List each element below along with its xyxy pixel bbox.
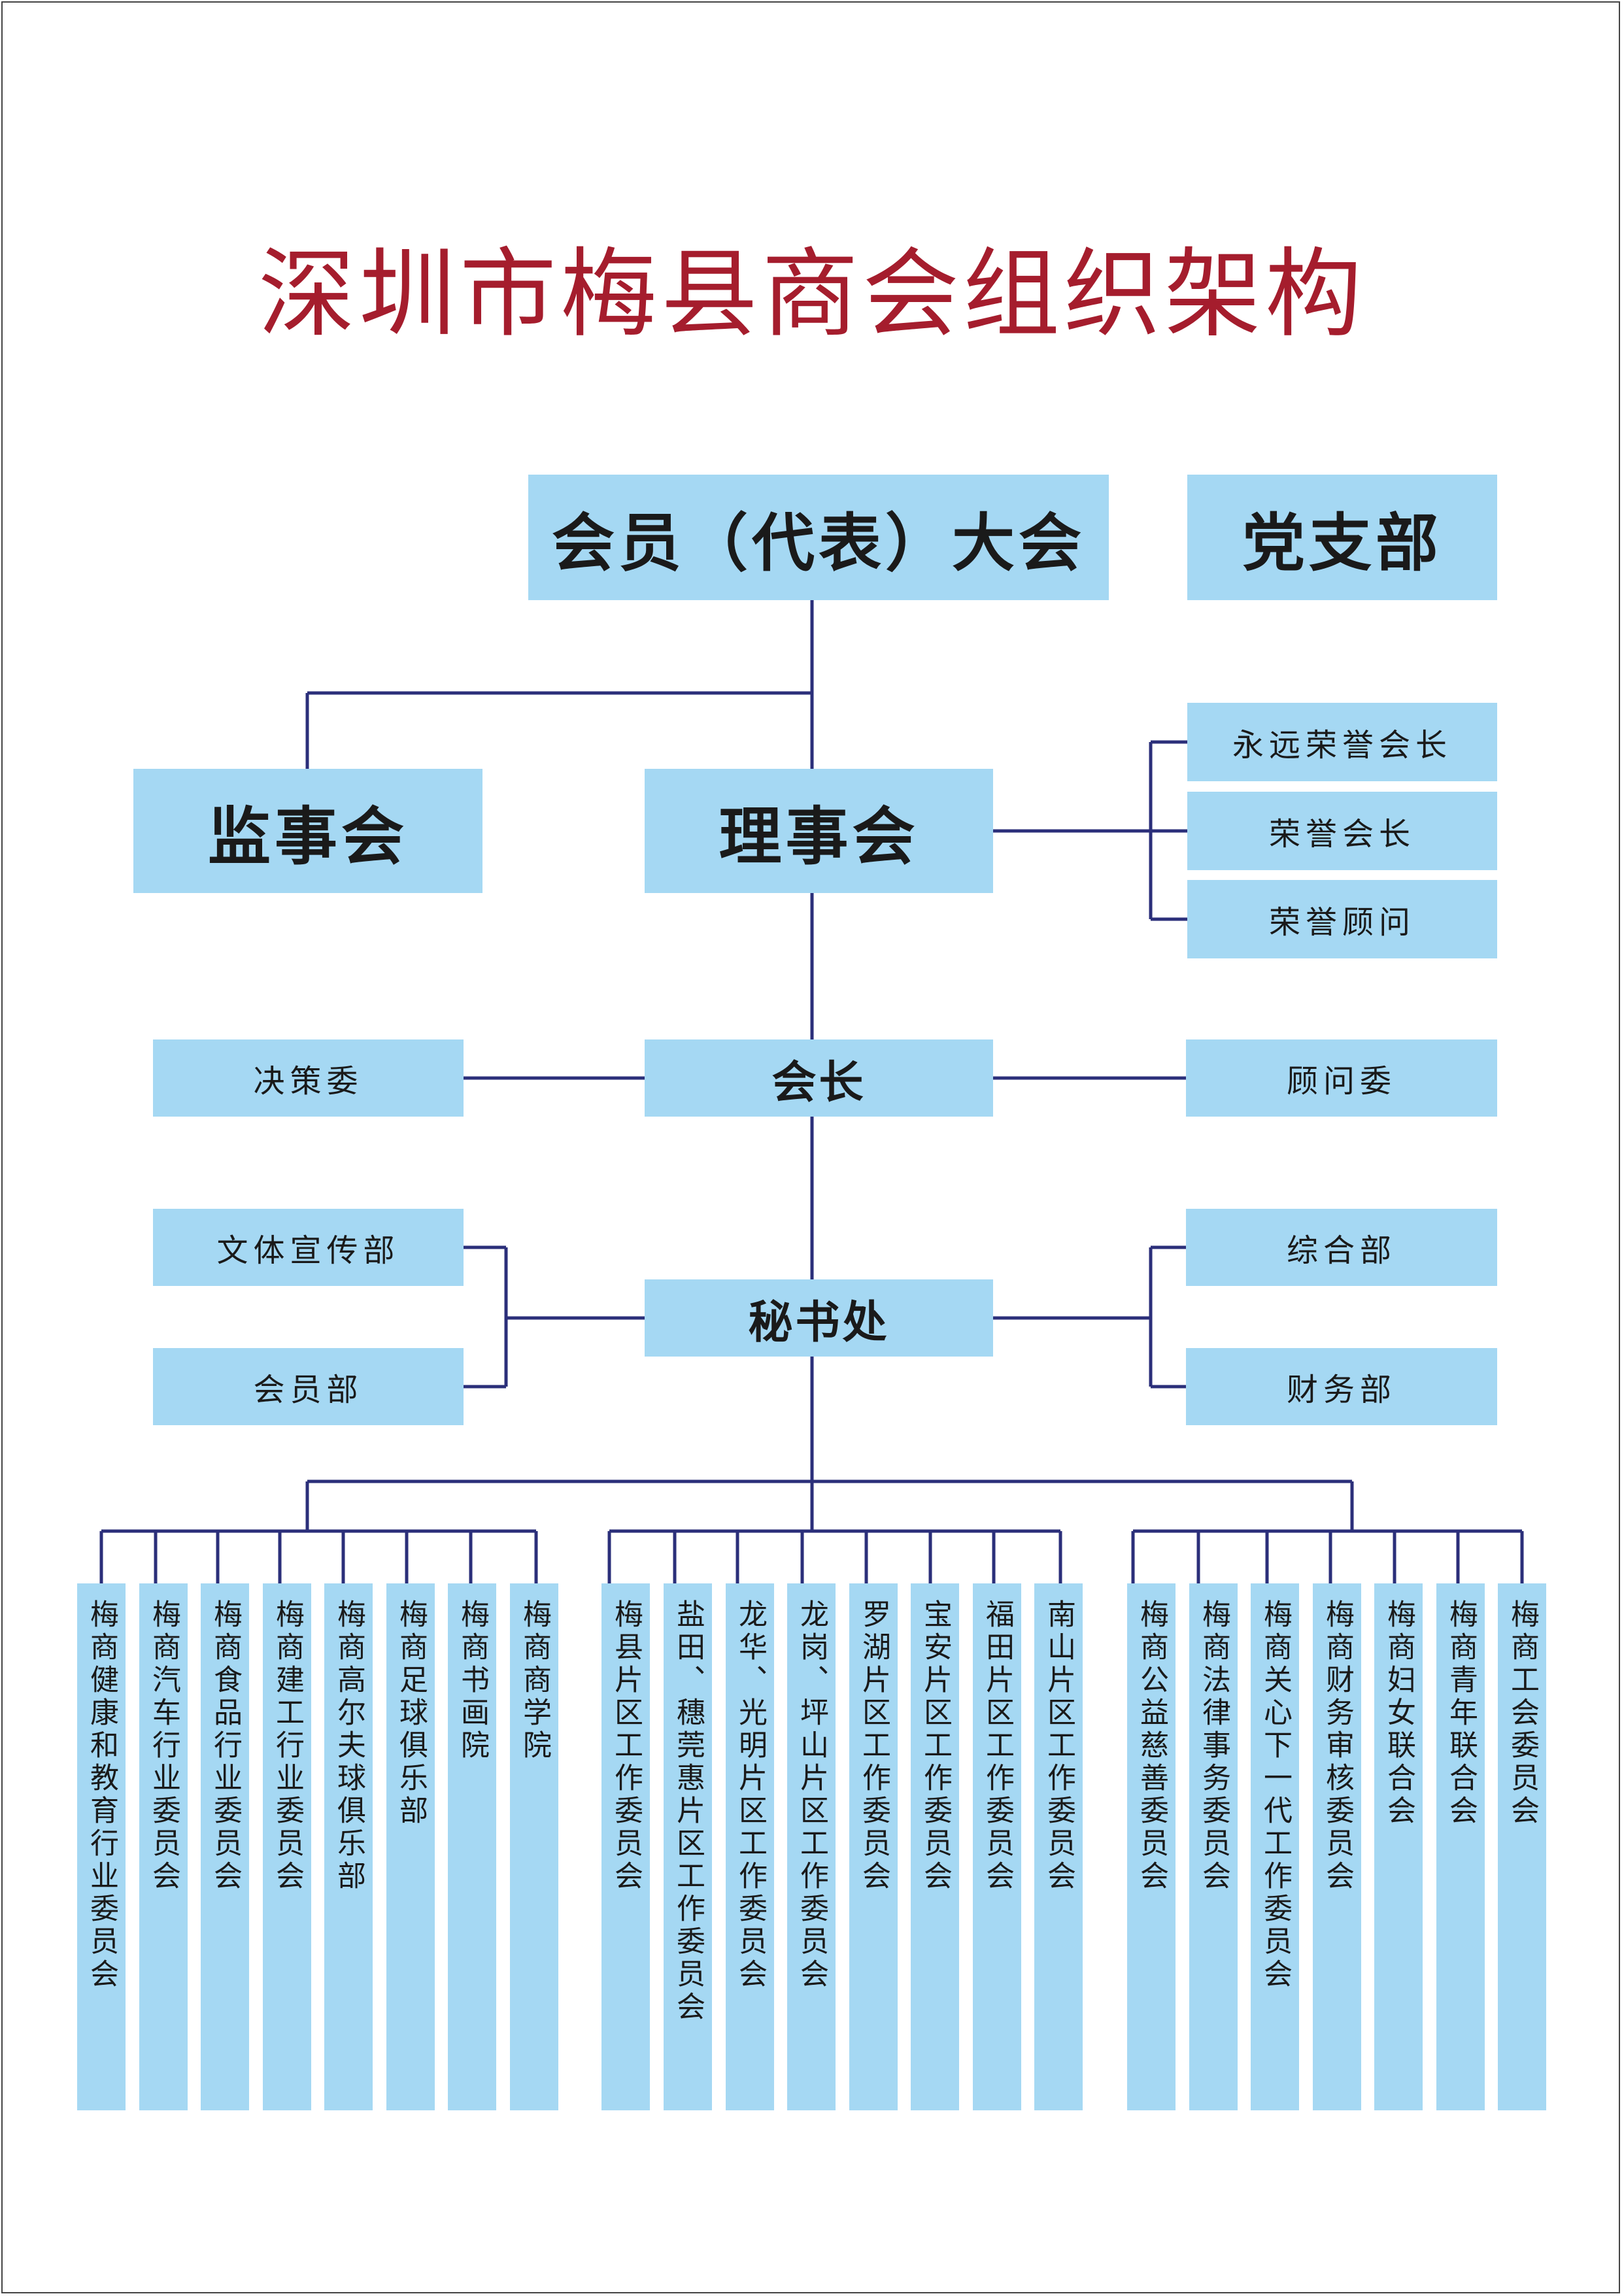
special-committee-column: 梅商关心下一代工作委员会	[1251, 1583, 1299, 2110]
advisory-committee-box: 顾问委	[1186, 1039, 1497, 1117]
industry-committee-column: 梅商商学院	[510, 1583, 558, 2110]
department-box: 文体宣传部	[153, 1209, 464, 1286]
committee-label: 梅商足球俱乐部	[394, 1599, 428, 1828]
decision-committee-label: 决策委	[253, 1063, 364, 1100]
district-committee-column: 福田片区工作委员会	[973, 1583, 1021, 2110]
committee-label: 梅商公益慈善委员会	[1135, 1599, 1168, 1893]
committee-label: 梅商工会委员会	[1506, 1599, 1539, 1828]
committee-label: 梅商书画院	[456, 1599, 489, 1763]
advisory-committee-label: 顾问委	[1286, 1063, 1396, 1100]
committee-label: 盐田、穗莞惠片区工作委员会	[671, 1599, 705, 2024]
committee-label: 梅商建工行业委员会	[271, 1599, 304, 1893]
industry-committee-column: 梅商建工行业委员会	[263, 1583, 311, 2110]
honor-title-label: 荣誉顾问	[1268, 904, 1415, 941]
industry-committee-column: 梅商汽车行业委员会	[139, 1583, 188, 2110]
committee-label: 梅商高尔夫球俱乐部	[332, 1599, 365, 1893]
council-label: 理事会	[719, 800, 919, 873]
committee-label: 梅商财务审核委员会	[1321, 1599, 1354, 1893]
committee-label: 梅商关心下一代工作委员会	[1259, 1599, 1292, 1991]
special-committee-column: 梅商公益慈善委员会	[1127, 1583, 1176, 2110]
committee-label: 梅商健康和教育行业委员会	[85, 1599, 118, 1991]
council-box: 理事会	[645, 769, 993, 893]
district-committee-column: 梅县片区工作委员会	[601, 1583, 650, 2110]
committee-label: 罗湖片区工作委员会	[857, 1599, 890, 1893]
president-label: 会长	[771, 1056, 866, 1109]
assembly-box: 会员（代表）大会	[528, 475, 1109, 600]
committee-label: 南山片区工作委员会	[1042, 1599, 1075, 1893]
department-box: 会员部	[153, 1348, 464, 1425]
committee-label: 梅商商学院	[518, 1599, 551, 1763]
chart-title: 深圳市梅县商会组织架构	[258, 238, 1366, 350]
special-committee-column: 梅商财务审核委员会	[1313, 1583, 1361, 2110]
special-committee-column: 梅商妇女联合会	[1374, 1583, 1423, 2110]
president-box: 会长	[645, 1039, 993, 1117]
committee-label: 梅商法律事务委员会	[1197, 1599, 1230, 1893]
party-branch-box: 党支部	[1187, 475, 1497, 600]
industry-committee-column: 梅商食品行业委员会	[201, 1583, 249, 2110]
supervisory-board-box: 监事会	[133, 769, 482, 893]
committee-label: 龙岗、坪山片区工作委员会	[795, 1599, 828, 1991]
industry-committee-column: 梅商足球俱乐部	[386, 1583, 435, 2110]
special-committee-column: 梅商工会委员会	[1498, 1583, 1546, 2110]
supervisory-board-label: 监事会	[208, 800, 408, 873]
honor-title-label: 荣誉会长	[1268, 816, 1415, 853]
honor-title-box: 荣誉顾问	[1187, 880, 1497, 958]
committee-label: 宝安片区工作委员会	[919, 1599, 952, 1893]
committee-label: 梅商妇女联合会	[1382, 1599, 1415, 1828]
district-committee-column: 盐田、穗莞惠片区工作委员会	[664, 1583, 712, 2110]
department-label: 文体宣传部	[216, 1232, 400, 1269]
district-committee-column: 龙岗、坪山片区工作委员会	[787, 1583, 836, 2110]
special-committee-column: 梅商法律事务委员会	[1189, 1583, 1238, 2110]
department-box: 综合部	[1186, 1209, 1497, 1286]
committee-label: 梅商汽车行业委员会	[147, 1599, 180, 1893]
industry-committee-column: 梅商健康和教育行业委员会	[77, 1583, 126, 2110]
secretariat-label: 秘书处	[748, 1296, 890, 1349]
honor-title-box: 荣誉会长	[1187, 792, 1497, 870]
special-committee-column: 梅商青年联合会	[1436, 1583, 1485, 2110]
party-branch-label: 党支部	[1242, 506, 1442, 580]
district-committee-column: 南山片区工作委员会	[1034, 1583, 1083, 2110]
committee-label: 福田片区工作委员会	[981, 1599, 1014, 1893]
committee-label: 梅商青年联合会	[1444, 1599, 1478, 1828]
honor-title-box: 永远荣誉会长	[1187, 703, 1497, 781]
department-label: 综合部	[1286, 1232, 1396, 1269]
committee-label: 梅县片区工作委员会	[609, 1599, 643, 1893]
industry-committee-column: 梅商书画院	[448, 1583, 496, 2110]
department-label: 会员部	[253, 1372, 364, 1408]
secretariat-box: 秘书处	[645, 1279, 993, 1357]
department-label: 财务部	[1286, 1372, 1396, 1408]
industry-committee-column: 梅商高尔夫球俱乐部	[324, 1583, 373, 2110]
district-committee-column: 宝安片区工作委员会	[911, 1583, 959, 2110]
honor-title-label: 永远荣誉会长	[1232, 727, 1452, 764]
assembly-label: 会员（代表）大会	[552, 506, 1085, 580]
committee-label: 梅商食品行业委员会	[209, 1599, 242, 1893]
decision-committee-box: 决策委	[153, 1039, 464, 1117]
district-committee-column: 罗湖片区工作委员会	[849, 1583, 898, 2110]
district-committee-column: 龙华、光明片区工作委员会	[726, 1583, 774, 2110]
department-box: 财务部	[1186, 1348, 1497, 1425]
committee-label: 龙华、光明片区工作委员会	[734, 1599, 767, 1991]
